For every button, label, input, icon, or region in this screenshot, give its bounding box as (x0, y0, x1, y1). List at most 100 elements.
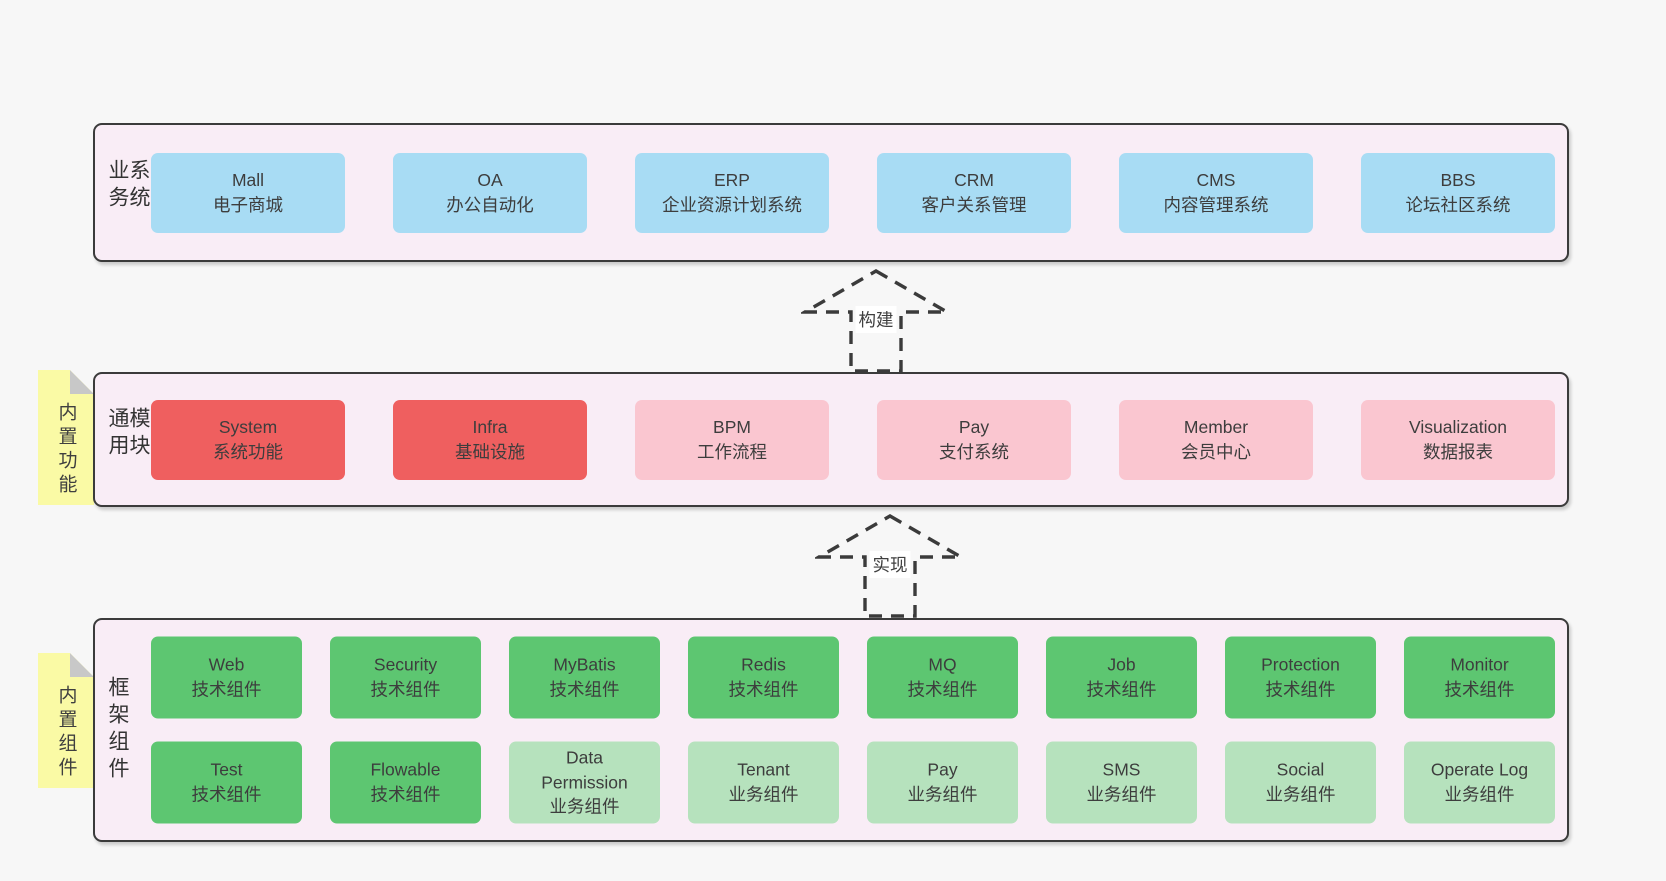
box-title: Data Permission (541, 747, 628, 793)
box-title: Job (1107, 654, 1136, 675)
box-title: Member (1183, 416, 1249, 437)
box-subtitle: 办公自动化 (446, 194, 534, 215)
box-subtitle: 业务组件 (1444, 784, 1515, 805)
box-bpm: BPM 工作流程 (635, 399, 829, 480)
box-title: Redis (741, 654, 786, 675)
arrow-implement: 实现 (815, 513, 965, 619)
box-title: CMS (1196, 169, 1236, 190)
box-title: CRM (954, 169, 994, 190)
box-title: SMS (1102, 759, 1141, 780)
arrow-label: 实现 (869, 551, 911, 578)
box-subtitle: 业务组件 (1265, 784, 1336, 805)
tag-label: 内置功能 (55, 402, 77, 498)
box-bbs: BBS 论坛社区系统 (1361, 152, 1555, 233)
box-security: Security 技术组件 (330, 636, 481, 719)
box-subtitle: 技术组件 (728, 679, 799, 700)
box-title: OA (477, 169, 503, 190)
box-cms: CMS 内容管理系统 (1119, 152, 1313, 233)
box-title: Visualization (1409, 416, 1507, 437)
box-title: ERP (714, 169, 750, 190)
box-web: Web 技术组件 (151, 636, 302, 719)
box-subtitle: 业务组件 (728, 784, 799, 805)
box-redis: Redis 技术组件 (688, 636, 839, 719)
box-row: Test 技术组件 Flowable 技术组件 Data Permission … (151, 741, 1555, 824)
box-subtitle: 业务组件 (1086, 784, 1157, 805)
box-title: MyBatis (553, 654, 616, 675)
box-title: Social (1276, 759, 1325, 780)
box-monitor: Monitor 技术组件 (1404, 636, 1555, 719)
box-tenant: Tenant 业务组件 (688, 741, 839, 824)
box-title: BBS (1440, 169, 1476, 190)
box-title: Protection (1261, 654, 1340, 675)
section-label: 业务系统 (106, 158, 150, 213)
box-visualization: Visualization 数据报表 (1361, 399, 1555, 480)
box-title: Infra (472, 416, 508, 437)
box-pay: Pay 业务组件 (867, 741, 1018, 824)
box-subtitle: 内容管理系统 (1163, 194, 1269, 215)
up-arrow-icon (801, 269, 951, 373)
box-title: Mall (231, 169, 265, 190)
box-infra: Infra 基础设施 (393, 399, 587, 480)
box-title: Pay (958, 416, 990, 437)
box-member: Member 会员中心 (1119, 399, 1313, 480)
box-subtitle: 企业资源计划系统 (662, 194, 802, 215)
box-test: Test 技术组件 (151, 741, 302, 824)
box-title: BPM (713, 416, 751, 437)
box-mq: MQ 技术组件 (867, 636, 1018, 719)
box-subtitle: 业务组件 (907, 784, 978, 805)
box-title: MQ (928, 654, 957, 675)
box-subtitle: 基础设施 (455, 441, 525, 462)
box-subtitle: 客户关系管理 (921, 194, 1027, 215)
box-subtitle: 业务组件 (549, 796, 620, 817)
section-label: 框架组件 (106, 676, 129, 784)
box-protection: Protection 技术组件 (1225, 636, 1376, 719)
box-title: Security (373, 654, 438, 675)
box-row: System 系统功能 Infra 基础设施 BPM 工作流程 Pay 支付系统… (151, 399, 1555, 480)
box-title: Operate Log (1430, 759, 1529, 780)
box-subtitle: 技术组件 (907, 679, 978, 700)
box-subtitle: 系统功能 (213, 441, 283, 462)
box-subtitle: 支付系统 (939, 441, 1009, 462)
box-rows: Mall 电子商城 OA 办公自动化 ERP 企业资源计划系统 CRM 客户关系… (151, 152, 1555, 233)
arrow-build: 构建 (801, 268, 951, 374)
box-title: Flowable (370, 759, 441, 780)
tag-builtin-features: 内置功能 (38, 370, 94, 505)
box-pay: Pay 支付系统 (877, 399, 1071, 480)
box-mybatis: MyBatis 技术组件 (509, 636, 660, 719)
box-subtitle: 会员中心 (1181, 441, 1251, 462)
box-flowable: Flowable 技术组件 (330, 741, 481, 824)
box-subtitle: 数据报表 (1423, 441, 1493, 462)
box-title: System (218, 416, 278, 437)
folded-corner-icon (70, 653, 94, 677)
box-job: Job 技术组件 (1046, 636, 1197, 719)
arrow-label: 构建 (855, 306, 897, 333)
tag-builtin-components: 内置组件 (38, 653, 94, 788)
box-subtitle: 技术组件 (1444, 679, 1515, 700)
box-social: Social 业务组件 (1225, 741, 1376, 824)
box-subtitle: 电子商城 (213, 194, 283, 215)
box-rows: System 系统功能 Infra 基础设施 BPM 工作流程 Pay 支付系统… (151, 399, 1555, 480)
box-subtitle: 技术组件 (1265, 679, 1336, 700)
box-title: Web (208, 654, 245, 675)
box-subtitle: 技术组件 (370, 679, 441, 700)
section-common-modules: 通用模块 System 系统功能 Infra 基础设施 BPM 工作流程 Pay… (93, 372, 1569, 507)
folded-corner-icon (70, 370, 94, 394)
box-row: Web 技术组件 Security 技术组件 MyBatis 技术组件 Redi… (151, 636, 1555, 719)
box-title: Tenant (737, 759, 790, 780)
section-business-systems: 业务系统 Mall 电子商城 OA 办公自动化 ERP 企业资源计划系统 CRM… (93, 123, 1569, 262)
box-sms: SMS 业务组件 (1046, 741, 1197, 824)
section-label: 通用模块 (106, 406, 150, 461)
box-subtitle: 技术组件 (191, 784, 262, 805)
box-subtitle: 技术组件 (549, 679, 620, 700)
box-subtitle: 论坛社区系统 (1405, 194, 1511, 215)
box-subtitle: 工作流程 (697, 441, 767, 462)
box-oa: OA 办公自动化 (393, 152, 587, 233)
tag-label: 内置组件 (55, 685, 77, 781)
box-erp: ERP 企业资源计划系统 (635, 152, 829, 233)
up-arrow-icon (815, 514, 965, 618)
box-mall: Mall 电子商城 (151, 152, 345, 233)
box-operate-log: Operate Log 业务组件 (1404, 741, 1555, 824)
box-row: Mall 电子商城 OA 办公自动化 ERP 企业资源计划系统 CRM 客户关系… (151, 152, 1555, 233)
box-subtitle: 技术组件 (1086, 679, 1157, 700)
box-subtitle: 技术组件 (370, 784, 441, 805)
